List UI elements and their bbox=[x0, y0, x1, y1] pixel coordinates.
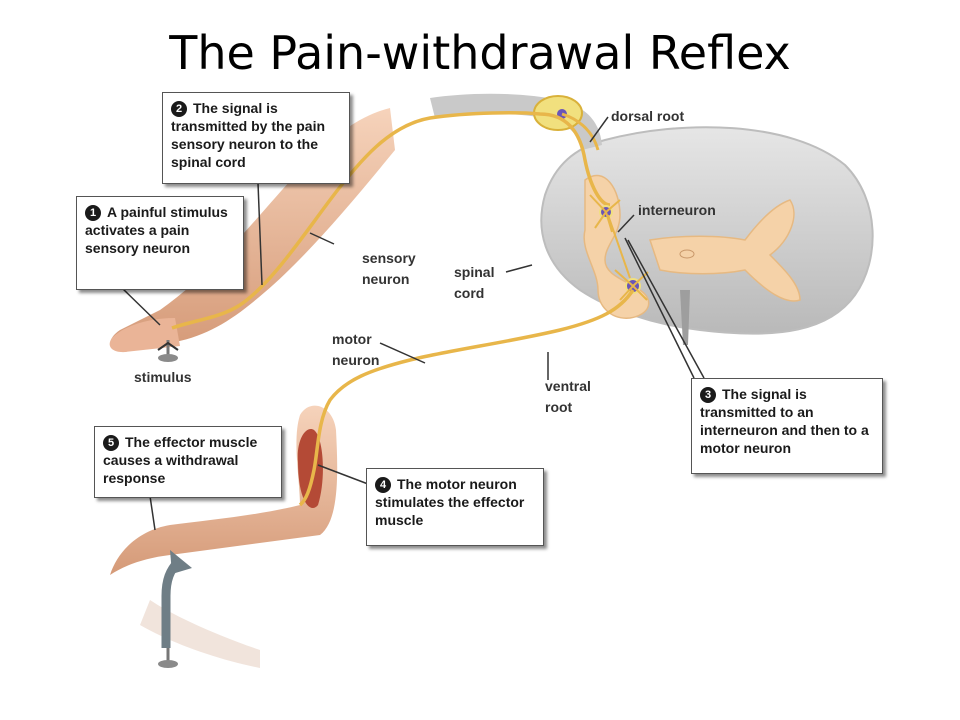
lower-arm-ghost bbox=[140, 600, 260, 668]
step-number-badge: 2 bbox=[171, 101, 187, 117]
sensory-neuron-label: sensory neuron bbox=[362, 250, 416, 287]
lower-arm bbox=[110, 405, 338, 575]
ventral-root-label: ventral root bbox=[545, 378, 591, 415]
spinal-cord-gray-matter bbox=[583, 174, 801, 319]
central-canal bbox=[679, 249, 695, 259]
stimulus-label: stimulus bbox=[134, 369, 192, 385]
spinal-cord-label: spinal cord bbox=[454, 264, 495, 301]
motor-neuron bbox=[298, 289, 635, 507]
step-text: The motor neuron stimulates the effector… bbox=[375, 476, 525, 528]
dorsal-root-label: dorsal root bbox=[611, 108, 685, 124]
step-text: A painful stimulus activates a pain sens… bbox=[85, 204, 228, 256]
step-text: The signal is transmitted by the pain se… bbox=[171, 100, 326, 170]
upper-hand bbox=[109, 318, 180, 353]
step-number-badge: 4 bbox=[375, 477, 391, 493]
step-number-badge: 1 bbox=[85, 205, 101, 221]
step-number-badge: 5 bbox=[103, 435, 119, 451]
interneuron-label: interneuron bbox=[638, 202, 716, 218]
step-text: The signal is transmitted to an interneu… bbox=[700, 386, 869, 456]
step-number-badge: 3 bbox=[700, 387, 716, 403]
leader-lines bbox=[121, 116, 705, 531]
motor-neuron-label: motor neuron bbox=[332, 331, 380, 368]
step-text: The effector muscle causes a withdrawal … bbox=[103, 434, 258, 486]
stimulus-tack-icon bbox=[157, 340, 179, 362]
page-title: The Pain-withdrawal Reflex bbox=[169, 26, 791, 80]
lower-tack-icon bbox=[158, 648, 178, 668]
sensory-neuron bbox=[171, 111, 611, 330]
